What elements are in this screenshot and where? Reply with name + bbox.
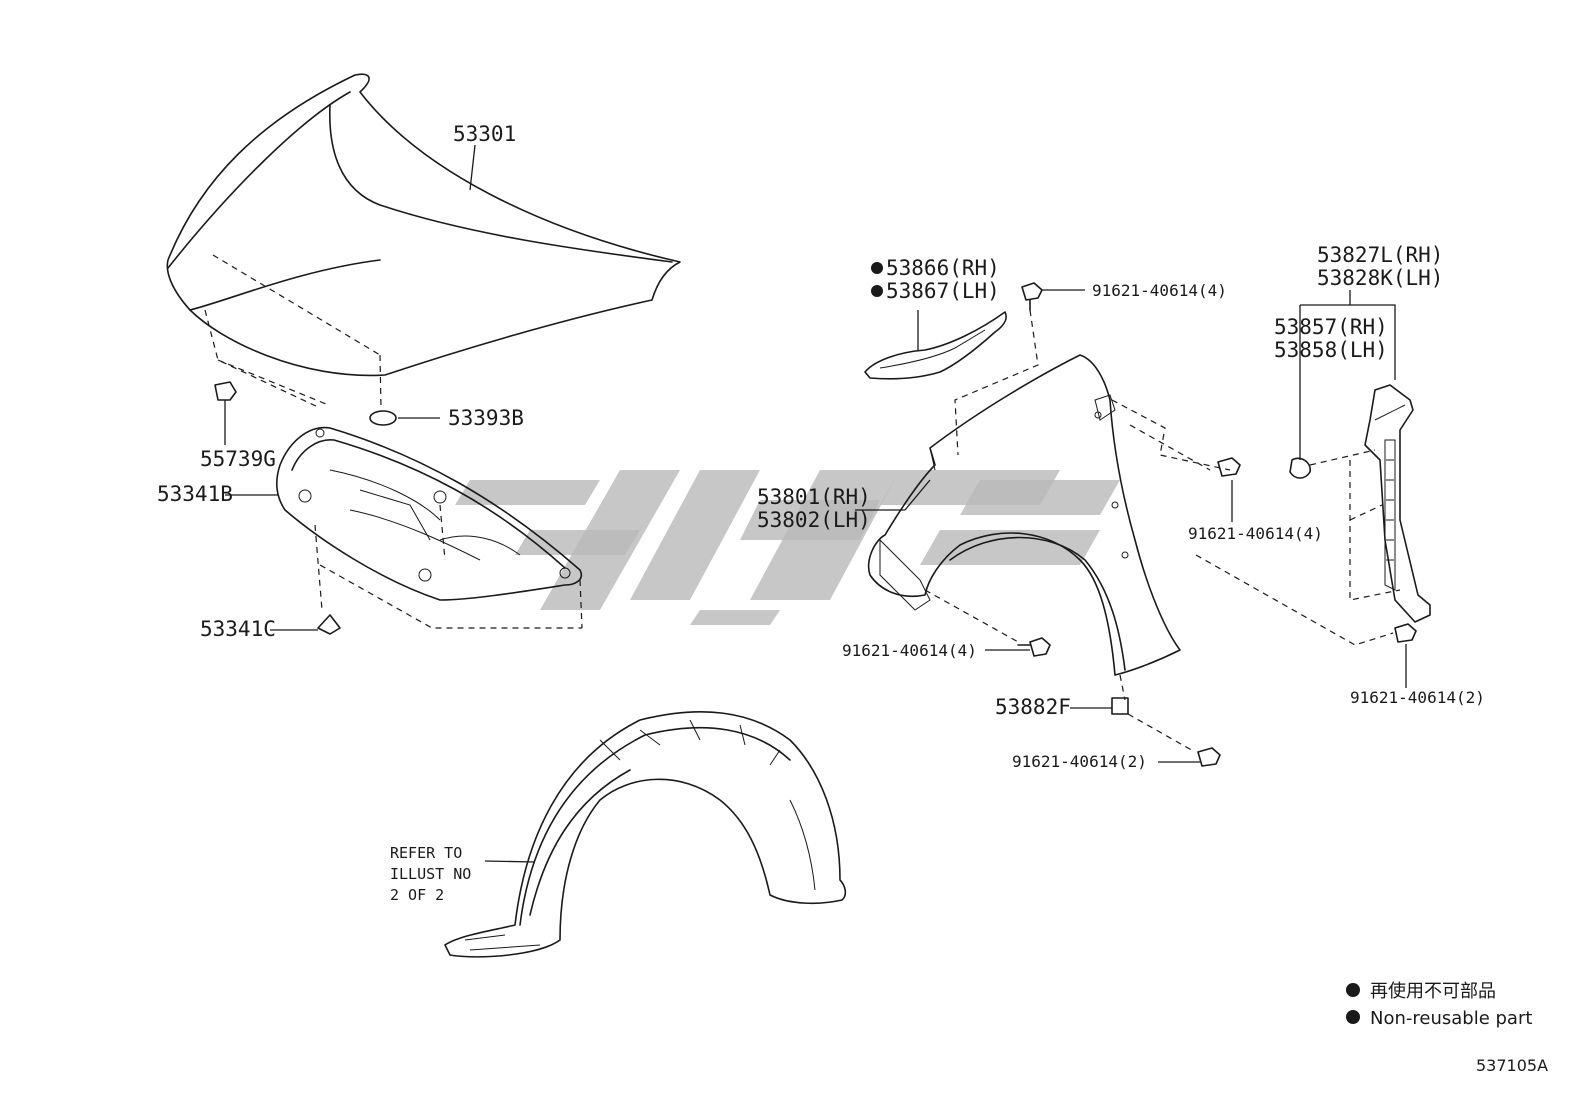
leader-liner	[484, 860, 536, 863]
callout-53882f: 53882F	[995, 695, 1071, 719]
callout-53858: 53858(LH)	[1274, 338, 1388, 362]
callout-bolt-far-right: 91621-40614(2)	[1350, 688, 1485, 707]
clip-53341c	[270, 614, 341, 635]
clip-53857	[1289, 457, 1311, 479]
callout-53341c: 53341C	[200, 617, 276, 641]
leader-53301	[469, 144, 476, 191]
callout-53828k: 53828K(LH)	[1317, 266, 1443, 290]
legend-dot-1	[1346, 983, 1360, 997]
callout-53301: 53301	[453, 122, 516, 146]
leader-53801-b	[904, 479, 931, 511]
sticker-53393b	[369, 410, 397, 426]
non-reusable-dot-53866	[871, 262, 883, 274]
callout-bolt-lower-left: 91621-40614(4)	[842, 641, 977, 660]
bolt-bottom	[1158, 747, 1221, 767]
bolt-far-right	[1195, 554, 1417, 688]
bolt-mid-right	[1217, 457, 1241, 522]
dash-garnish-box	[1349, 460, 1401, 601]
front-fender-drawing	[867, 354, 1181, 676]
legend-english: Non-reusable part	[1370, 1008, 1532, 1029]
callout-53341b: 53341B	[157, 482, 233, 506]
bolt-top	[954, 282, 1085, 456]
callout-bolt-top: 91621-40614(4)	[1092, 281, 1227, 300]
callout-53801: 53801(RH)	[757, 485, 871, 509]
callout-53857: 53857(RH)	[1274, 315, 1388, 339]
hood-drawing	[166, 73, 681, 409]
dash-clip-53857	[1309, 449, 1376, 466]
illustration-id: 537105A	[1476, 1056, 1548, 1075]
callout-53827l: 53827L(RH)	[1317, 243, 1443, 267]
callout-55739g: 55739G	[200, 447, 276, 471]
legend-dot-2	[1346, 1010, 1360, 1024]
hood-insulator-drawing	[275, 426, 583, 629]
note-line-2: ILLUST NO	[390, 865, 471, 883]
fender-liner-drawing	[444, 711, 847, 958]
bolt-lower-left	[924, 589, 1051, 657]
bracket-53827	[1300, 304, 1396, 380]
pillar-garnish-drawing	[1364, 384, 1431, 623]
callout-53802: 53802(LH)	[757, 508, 871, 532]
dash-fender-bolt-right-2	[1129, 424, 1211, 471]
legend-japanese: 再使用不可部品	[1370, 981, 1496, 1002]
dash-garnish-mid	[1349, 504, 1383, 521]
note-line-1: REFER TO	[390, 844, 462, 862]
callout-53393b: 53393B	[448, 406, 524, 430]
fender-seal-drawing	[864, 311, 1007, 380]
watermark-logo	[455, 470, 1120, 625]
note-line-3: 2 OF 2	[390, 886, 444, 904]
dash-fender-bolt-right	[1111, 399, 1231, 471]
callout-53867: 53867(LH)	[886, 279, 1000, 303]
callout-53866: 53866(RH)	[886, 256, 1000, 280]
callout-bolt-mid-right: 91621-40614(4)	[1188, 524, 1323, 543]
callout-bolt-bottom: 91621-40614(2)	[1012, 752, 1147, 771]
bracket-53882f	[1070, 674, 1196, 753]
non-reusable-dot-53867	[871, 285, 883, 297]
clip-55739g	[214, 381, 237, 445]
